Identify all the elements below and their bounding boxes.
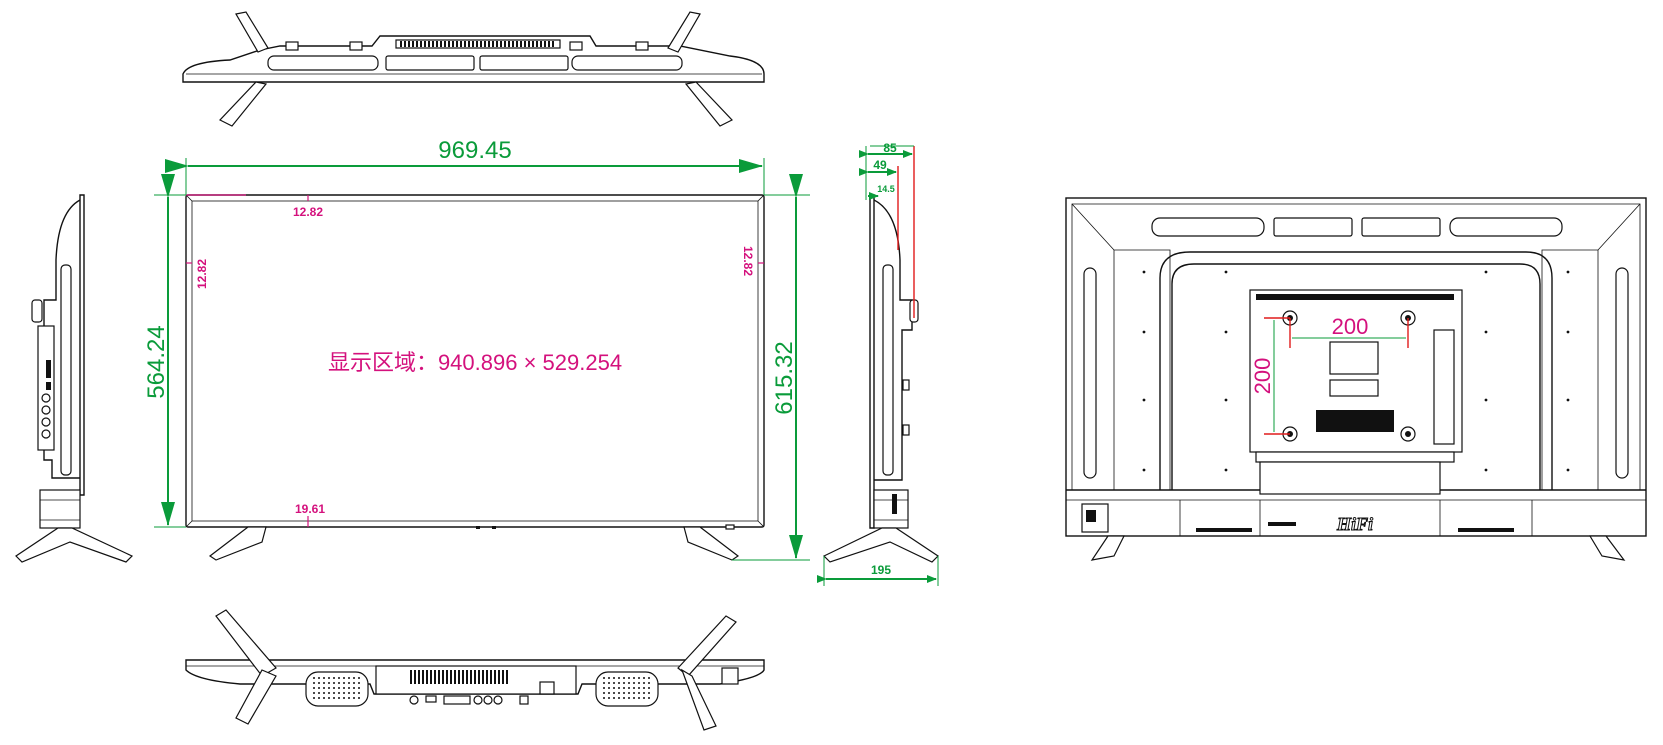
top-view [182, 11, 765, 127]
front-stand-left [208, 526, 267, 561]
stand-depth-label: 195 [871, 563, 891, 577]
front-view: 12.82 12.82 12.82 19.61 显示区域：940.896 × 5… [143, 137, 810, 561]
hifi-logo: HiFi [1336, 514, 1373, 534]
right-side-view: 85 49 14.5 195 [817, 141, 939, 586]
front-stand-right [683, 526, 740, 561]
overall-width-label: 969.45 [438, 137, 511, 164]
vesa-horizontal-label: 200 [1332, 314, 1369, 339]
left-side-view [15, 194, 134, 563]
bezel-bottom-label: 19.61 [295, 502, 325, 516]
overall-height-label: 615.32 [771, 341, 798, 414]
top-vent-slots [400, 41, 554, 47]
bezel-top-label: 12.82 [293, 205, 323, 219]
panel-height-label: 564.24 [143, 325, 170, 398]
depth-total-label: 85 [883, 141, 897, 155]
vesa-vertical-label: 200 [1250, 358, 1275, 395]
rear-mounting-dots [1142, 270, 1570, 472]
depth-body-label: 49 [873, 158, 887, 172]
bottom-view [185, 609, 765, 731]
speaker-grille-right [603, 677, 650, 699]
rear-view: 200 200 HiFi [1065, 197, 1647, 561]
depth-front-label: 14.5 [877, 184, 895, 194]
bezel-right-label: 12.82 [741, 246, 755, 276]
bottom-vent-slots [410, 670, 508, 684]
bottom-speaker-left [305, 671, 369, 707]
speaker-grille-left [313, 677, 360, 699]
bottom-speaker-right [595, 671, 659, 707]
display-area-label: 显示区域：940.896 × 529.254 [328, 350, 622, 375]
bezel-left-label: 12.82 [195, 259, 209, 289]
